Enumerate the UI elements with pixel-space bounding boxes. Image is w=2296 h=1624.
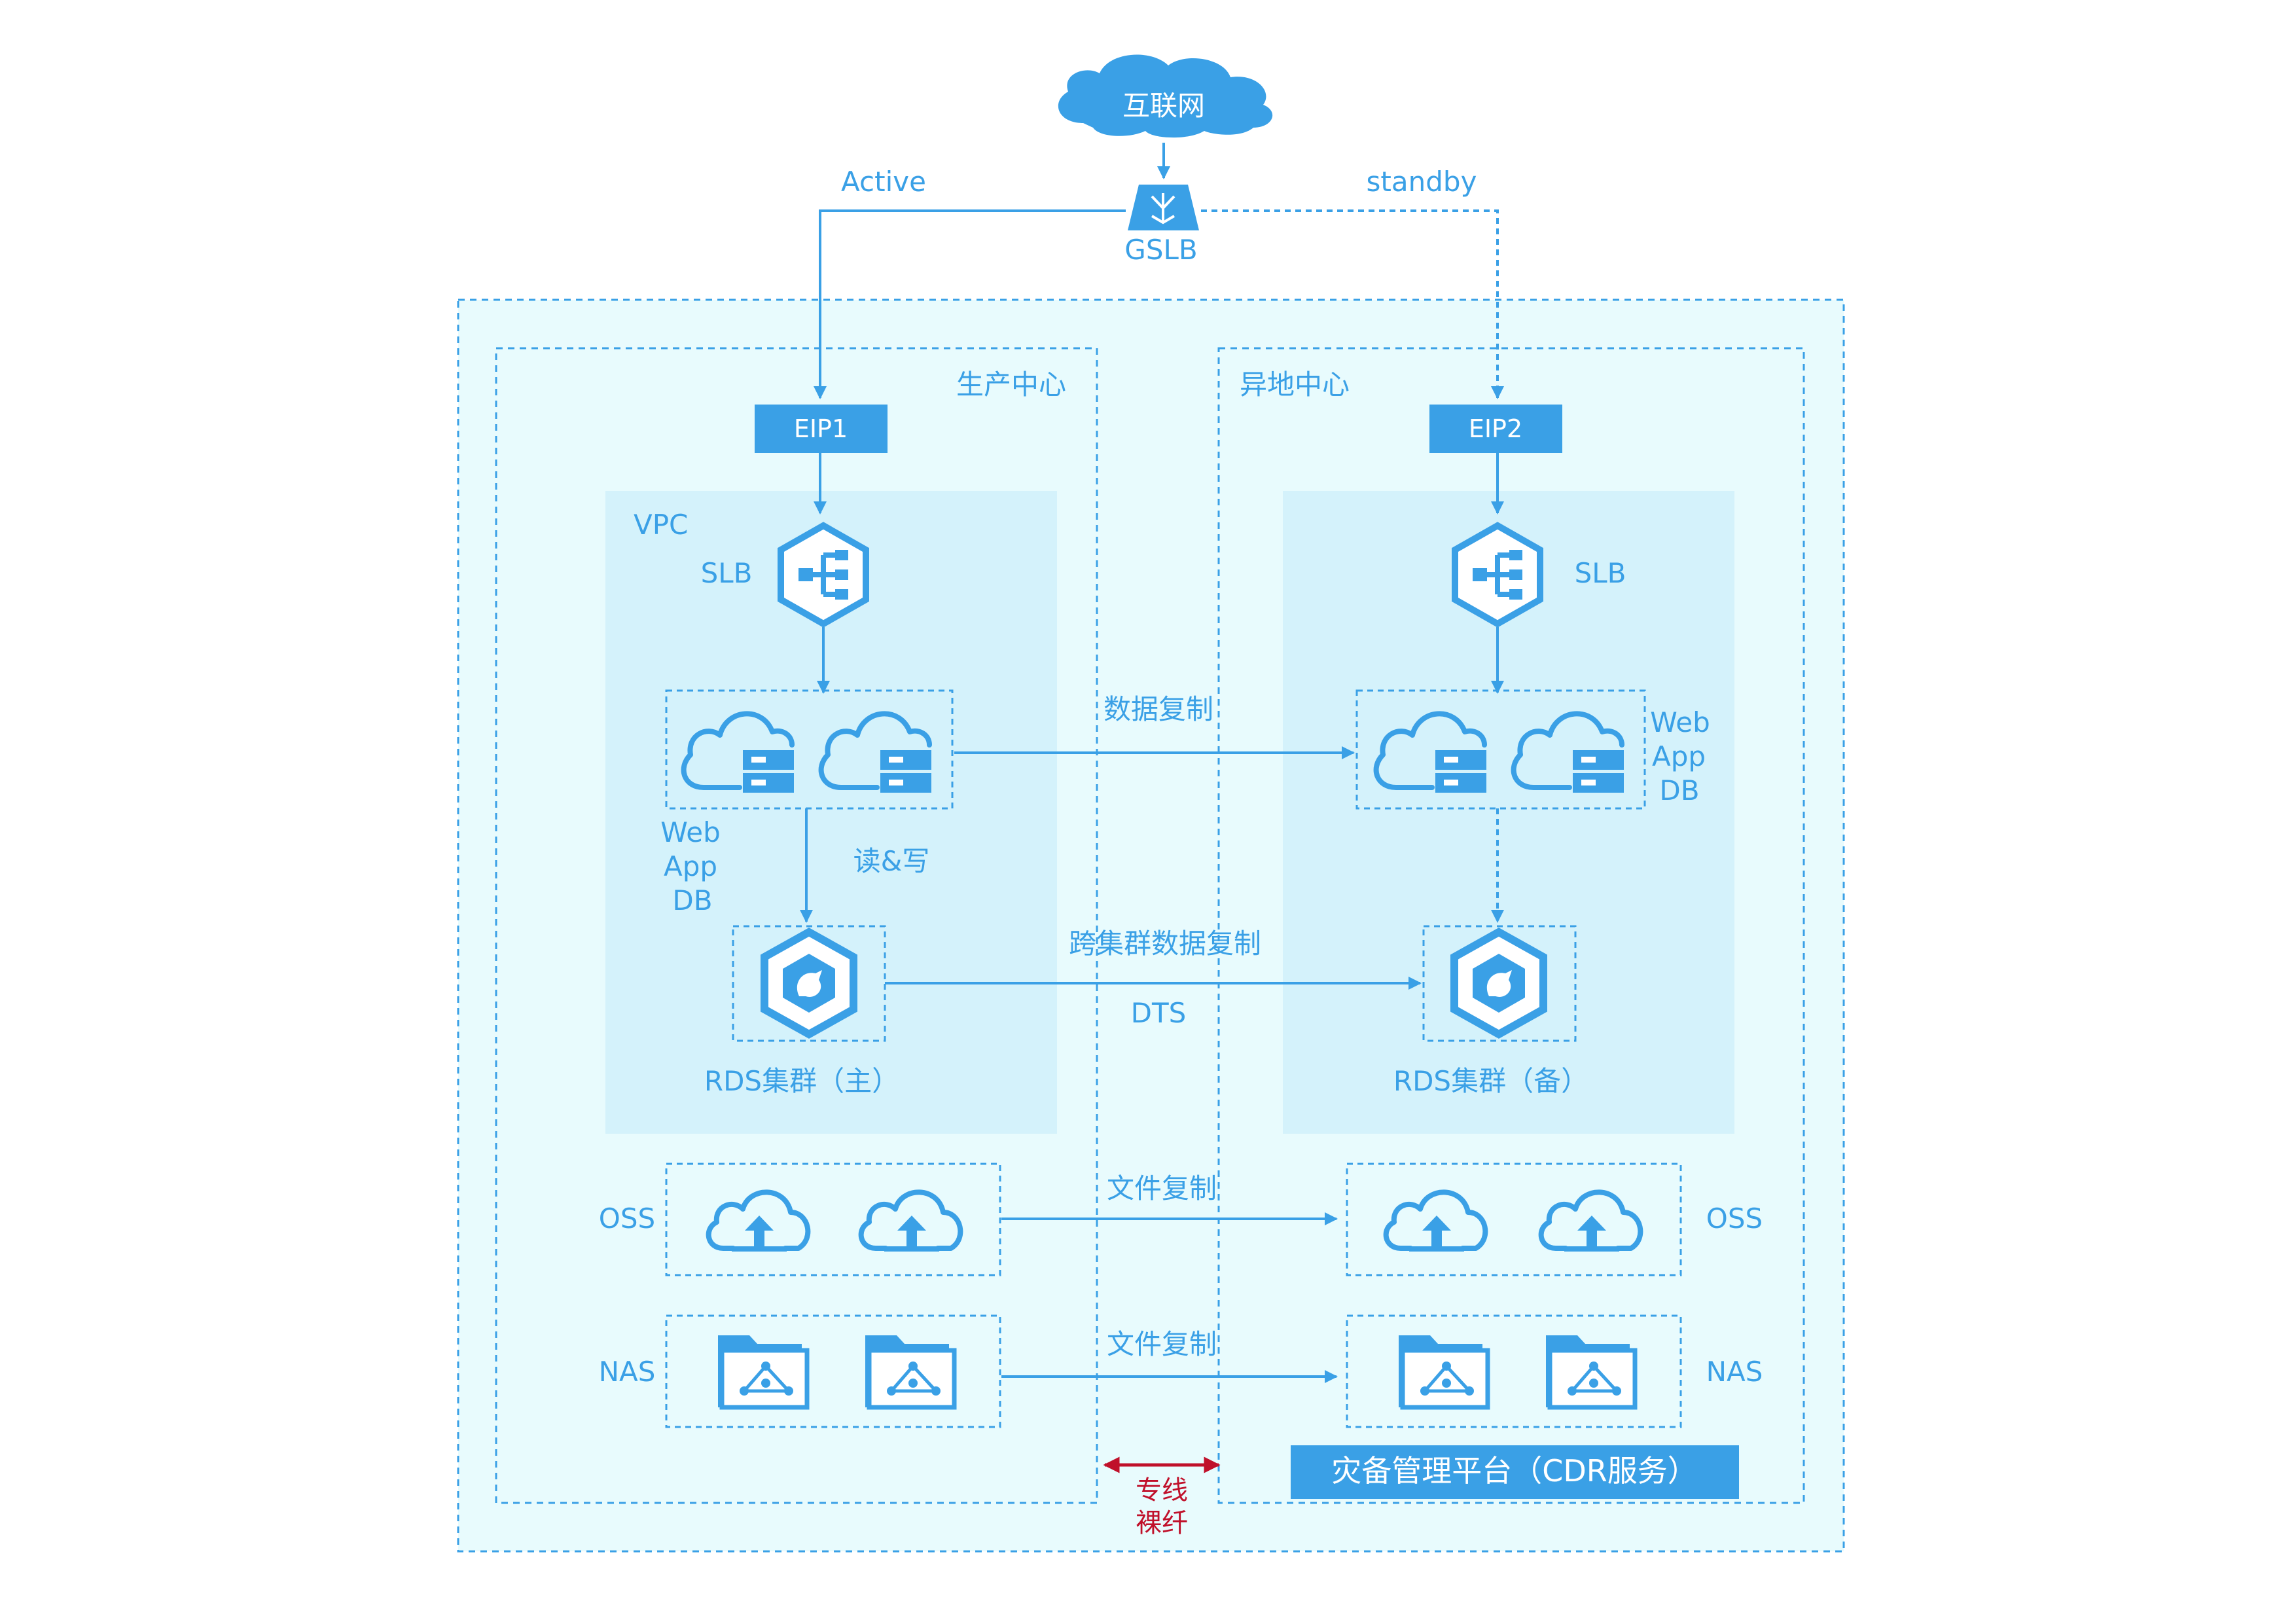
rds-icon-primary [764,932,853,1034]
rds-backup-label: RDS集群（备） [1393,1065,1588,1097]
cdr-platform-label: 灾备管理平台（CDR服务） [1331,1453,1698,1489]
active-route-line [814,209,1126,399]
oss-label-right: OSS [1706,1202,1763,1235]
oss-group-left [665,1163,1001,1276]
standby-route-line [1201,209,1504,399]
app-label-left: App [664,850,717,882]
eip2-label: EIP2 [1469,414,1522,443]
nas-folder-icon [1546,1335,1635,1407]
cross-cluster-label: 跨集群数据复制 [1069,928,1261,960]
data-replication-label: 数据复制 [1103,693,1213,725]
web-app-db-group-right [1355,689,1646,810]
cdr-platform-box [1291,1445,1739,1499]
eip1-label: EIP1 [794,414,848,443]
db-label-right: DB [1659,774,1699,806]
eip1-box [755,405,888,453]
oss-replication-label: 文件复制 [1107,1172,1217,1204]
nas-replication-label: 文件复制 [1107,1328,1217,1360]
active-label: Active [841,166,926,198]
rds-backup-group [1422,925,1577,1042]
nas-label-right: NAS [1706,1356,1763,1388]
nas-label-left: NAS [599,1356,656,1388]
rds-primary-label: RDS集群（主） [704,1065,899,1097]
slb-label-right: SLB [1575,557,1626,589]
vpc-label: VPC [634,509,688,541]
slb-label-left: SLB [701,557,753,589]
production-center-label: 生产中心 [956,369,1066,401]
remote-center-label: 异地中心 [1240,369,1350,401]
rds-icon-backup [1454,932,1543,1034]
nas-folder-icon [865,1335,954,1407]
oss-label-left: OSS [599,1202,655,1235]
bare-fiber-label: 裸纤 [1136,1508,1188,1538]
dts-label: DTS [1131,997,1187,1029]
web-label-left: Web [660,816,721,848]
internet-label: 互联网 [1122,90,1205,122]
slb-icon-right [1455,526,1540,624]
standby-label: standby [1367,166,1477,198]
web-app-db-group-left [665,689,954,810]
gslb-label: GSLB [1124,234,1197,266]
eip2-box [1429,405,1562,453]
internet-cloud-icon [1058,54,1273,138]
production-center-boundary [495,347,1098,1504]
dedicated-line-label: 专线 [1136,1475,1188,1506]
rds-primary-group [732,925,886,1042]
remote-center-boundary [1217,347,1805,1504]
nas-group-right [1346,1314,1682,1428]
app-label-right: App [1652,740,1706,772]
oss-group-right [1346,1163,1682,1276]
gslb-icon [1128,185,1199,230]
db-label-left: DB [672,884,712,916]
nas-folder-icon [718,1335,807,1407]
nas-group-left [665,1314,1001,1428]
web-label-right: Web [1650,706,1710,738]
nas-folder-icon [1399,1335,1488,1407]
slb-icon-left [781,526,866,624]
read-write-label: 读&写 [853,845,930,877]
